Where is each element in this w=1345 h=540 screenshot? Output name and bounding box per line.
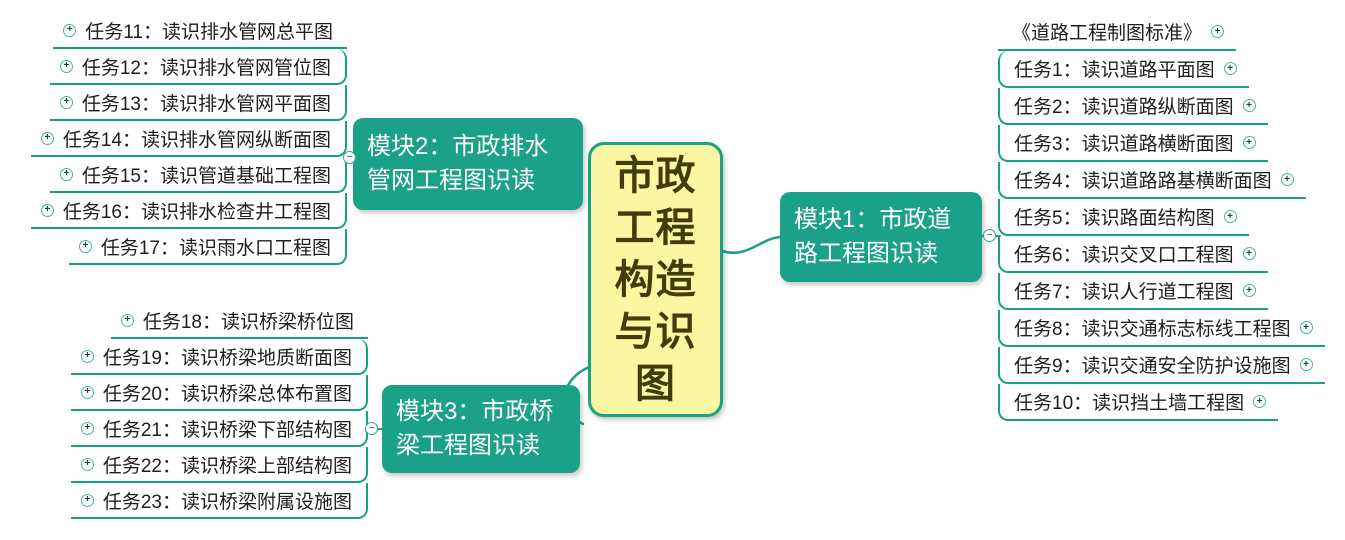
task-row[interactable]: 任务2：读识道路纵断面图 + [998,88,1268,125]
task-label: 任务4：读识道路路基横断面图 [1014,171,1272,192]
task-label: 任务14：读识排水管网纵断面图 [62,129,331,151]
task-row[interactable]: + 任务23：读识桥梁附属设施图 [70,483,368,519]
task-label: 任务12：读识排水管网管位图 [81,57,331,79]
right-task-group: 《道路工程制图标准》 + 任务1：读识道路平面图 + 任务2：读识道路纵断面图 … [998,14,1325,421]
task-row[interactable]: 任务1：读识道路平面图 + [998,51,1249,88]
task-label: 任务5：读识路面结构图 [1014,208,1215,229]
task-row[interactable]: + 任务18：读识桥梁桥位图 [110,303,368,339]
expand-icon[interactable]: + [1242,247,1256,260]
expand-icon[interactable]: + [59,59,73,73]
expand-icon[interactable]: + [120,313,134,327]
expand-icon[interactable]: + [1242,284,1256,297]
expand-icon[interactable]: + [78,239,92,253]
task-row[interactable]: 任务6：读识交叉口工程图 + [998,236,1268,273]
task-row[interactable]: 任务9：读识交通安全防护设施图 + [998,347,1325,384]
expand-icon[interactable]: + [1211,25,1225,38]
task-row[interactable]: + 任务11：读识排水管网总平图 [53,13,347,49]
task-label: 任务6：读识交叉口工程图 [1014,245,1234,266]
expand-icon[interactable]: + [80,385,94,399]
task-label: 任务15：读识管道基础工程图 [81,165,331,187]
expand-icon[interactable]: + [1223,210,1237,223]
task-row[interactable]: 《道路工程制图标准》 + [998,14,1237,51]
expand-icon[interactable]: + [1223,62,1237,75]
expand-icon[interactable]: + [80,457,94,471]
task-row[interactable]: + 任务12：读识排水管网管位图 [49,49,347,85]
task-label: 任务21：读识桥梁下部结构图 [102,419,352,441]
task-row[interactable]: 任务3：读识道路横断面图 + [998,125,1268,162]
task-row[interactable]: 任务8：读识交通标志标线工程图 + [998,310,1325,347]
task-label: 任务19：读识桥梁地质断面图 [102,347,352,369]
task-row[interactable]: + 任务17：读识雨水口工程图 [68,229,347,265]
task-label: 《道路工程制图标准》 [1012,23,1203,44]
expand-icon[interactable]: + [80,493,94,507]
module-3-label: 模块3：市政桥梁工程图识读 [396,398,554,459]
module-1-label: 模块1：市政道路工程图识读 [794,206,952,267]
task-label: 任务3：读识道路横断面图 [1014,134,1234,155]
task-row[interactable]: 任务7：读识人行道工程图 + [998,273,1268,310]
expand-icon[interactable]: + [59,95,73,109]
collapse-icon[interactable]: − [983,229,996,242]
task-label: 任务18：读识桥梁桥位图 [142,311,354,333]
module-2-node[interactable]: 模块2：市政排水管网工程图识读 [353,118,583,210]
collapse-icon[interactable]: − [343,151,356,164]
task-label: 任务7：读识人行道工程图 [1014,282,1234,303]
task-label: 任务13：读识排水管网平面图 [81,93,331,115]
task-label: 任务1：读识道路平面图 [1014,60,1215,81]
expand-icon[interactable]: + [1253,395,1267,408]
expand-icon[interactable]: + [1242,99,1256,112]
collapse-icon[interactable]: − [365,422,378,435]
task-label: 任务23：读识桥梁附属设施图 [102,491,352,513]
task-label: 任务9：读识交通安全防护设施图 [1014,356,1291,377]
task-label: 任务2：读识道路纵断面图 [1014,97,1234,118]
task-row[interactable]: + 任务21：读识桥梁下部结构图 [70,411,368,447]
central-topic-label: 市政工程构造与识图 [614,153,697,406]
expand-icon[interactable]: + [1299,321,1313,334]
task-label: 任务11：读识排水管网总平图 [85,21,333,43]
task-label: 任务8：读识交通标志标线工程图 [1014,319,1291,340]
task-row[interactable]: + 任务19：读识桥梁地质断面图 [70,339,368,375]
task-row[interactable]: 任务4：读识道路路基横断面图 + [998,162,1306,199]
expand-icon[interactable]: + [80,349,94,363]
expand-icon[interactable]: + [40,203,54,217]
task-label: 任务16：读识排水检查井工程图 [62,201,331,223]
module-2-label: 模块2：市政排水管网工程图识读 [367,133,549,194]
expand-icon[interactable]: + [1242,136,1256,149]
expand-icon[interactable]: + [63,23,77,37]
expand-icon[interactable]: + [59,167,73,181]
task-row[interactable]: + 任务14：读识排水管网纵断面图 [30,121,347,157]
task-label: 任务20：读识桥梁总体布置图 [102,383,352,405]
task-row[interactable]: + 任务13：读识排水管网平面图 [49,85,347,121]
central-topic[interactable]: 市政工程构造与识图 [588,142,723,417]
task-row[interactable]: + 任务20：读识桥梁总体布置图 [70,375,368,411]
expand-icon[interactable]: + [80,421,94,435]
task-row[interactable]: 任务5：读识路面结构图 + [998,199,1249,236]
task-row[interactable]: + 任务16：读识排水检查井工程图 [30,193,347,229]
left-bottom-task-group: + 任务18：读识桥梁桥位图 + 任务19：读识桥梁地质断面图 + 任务20：读… [70,303,368,519]
expand-icon[interactable]: + [1280,173,1294,186]
task-label: 任务22：读识桥梁上部结构图 [102,455,352,477]
task-label: 任务10：读识挡土墙工程图 [1014,393,1245,414]
expand-icon[interactable]: + [40,131,54,145]
module-1-node[interactable]: 模块1：市政道路工程图识读 [780,192,982,282]
left-top-task-group: + 任务11：读识排水管网总平图 + 任务12：读识排水管网管位图 + 任务13… [30,13,347,265]
task-row[interactable]: + 任务22：读识桥梁上部结构图 [70,447,368,483]
task-row[interactable]: 任务10：读识挡土墙工程图 + [998,384,1279,421]
module-3-node[interactable]: 模块3：市政桥梁工程图识读 [382,385,580,473]
task-label: 任务17：读识雨水口工程图 [100,237,331,259]
task-row[interactable]: + 任务15：读识管道基础工程图 [49,157,347,193]
expand-icon[interactable]: + [1299,358,1313,371]
